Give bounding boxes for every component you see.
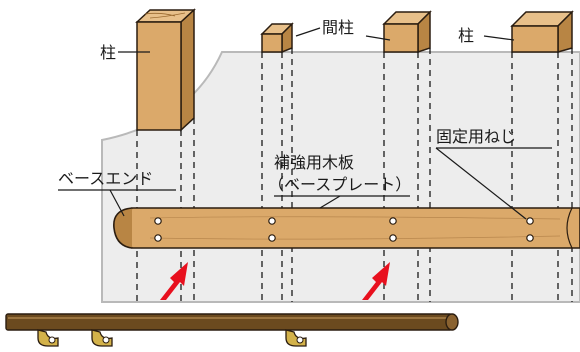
pillar-middle [382, 10, 432, 54]
stud [260, 22, 294, 54]
label-pillar-right: 柱 [458, 26, 474, 45]
label-screw: 固定用ねじ [436, 127, 516, 146]
red-arrow-right [362, 262, 390, 300]
screw-hole [389, 234, 397, 242]
screw-hole [526, 217, 534, 225]
screw-hole [154, 217, 162, 225]
screw-hole [154, 234, 162, 242]
bracket [91, 329, 113, 347]
leader-lines [58, 27, 552, 220]
screw-hole [389, 217, 397, 225]
screw-holes [154, 217, 534, 242]
label-base-end: ベースエンド [58, 169, 153, 188]
screw-hole [526, 234, 534, 242]
handrail [5, 313, 459, 331]
label-board-line1: 補強用木板 [274, 153, 354, 172]
pillar-left [135, 8, 196, 132]
bracket [285, 329, 307, 347]
red-arrow-left [160, 262, 188, 300]
label-stud: 間柱 [322, 18, 354, 37]
pillar-right [510, 10, 574, 53]
label-board-line2: （ベースプレート） [268, 175, 411, 194]
base-plate [113, 207, 580, 249]
screw-hole [268, 217, 276, 225]
label-pillar-left: 柱 [100, 43, 116, 62]
screw-hole [268, 234, 276, 242]
bracket [37, 329, 59, 347]
